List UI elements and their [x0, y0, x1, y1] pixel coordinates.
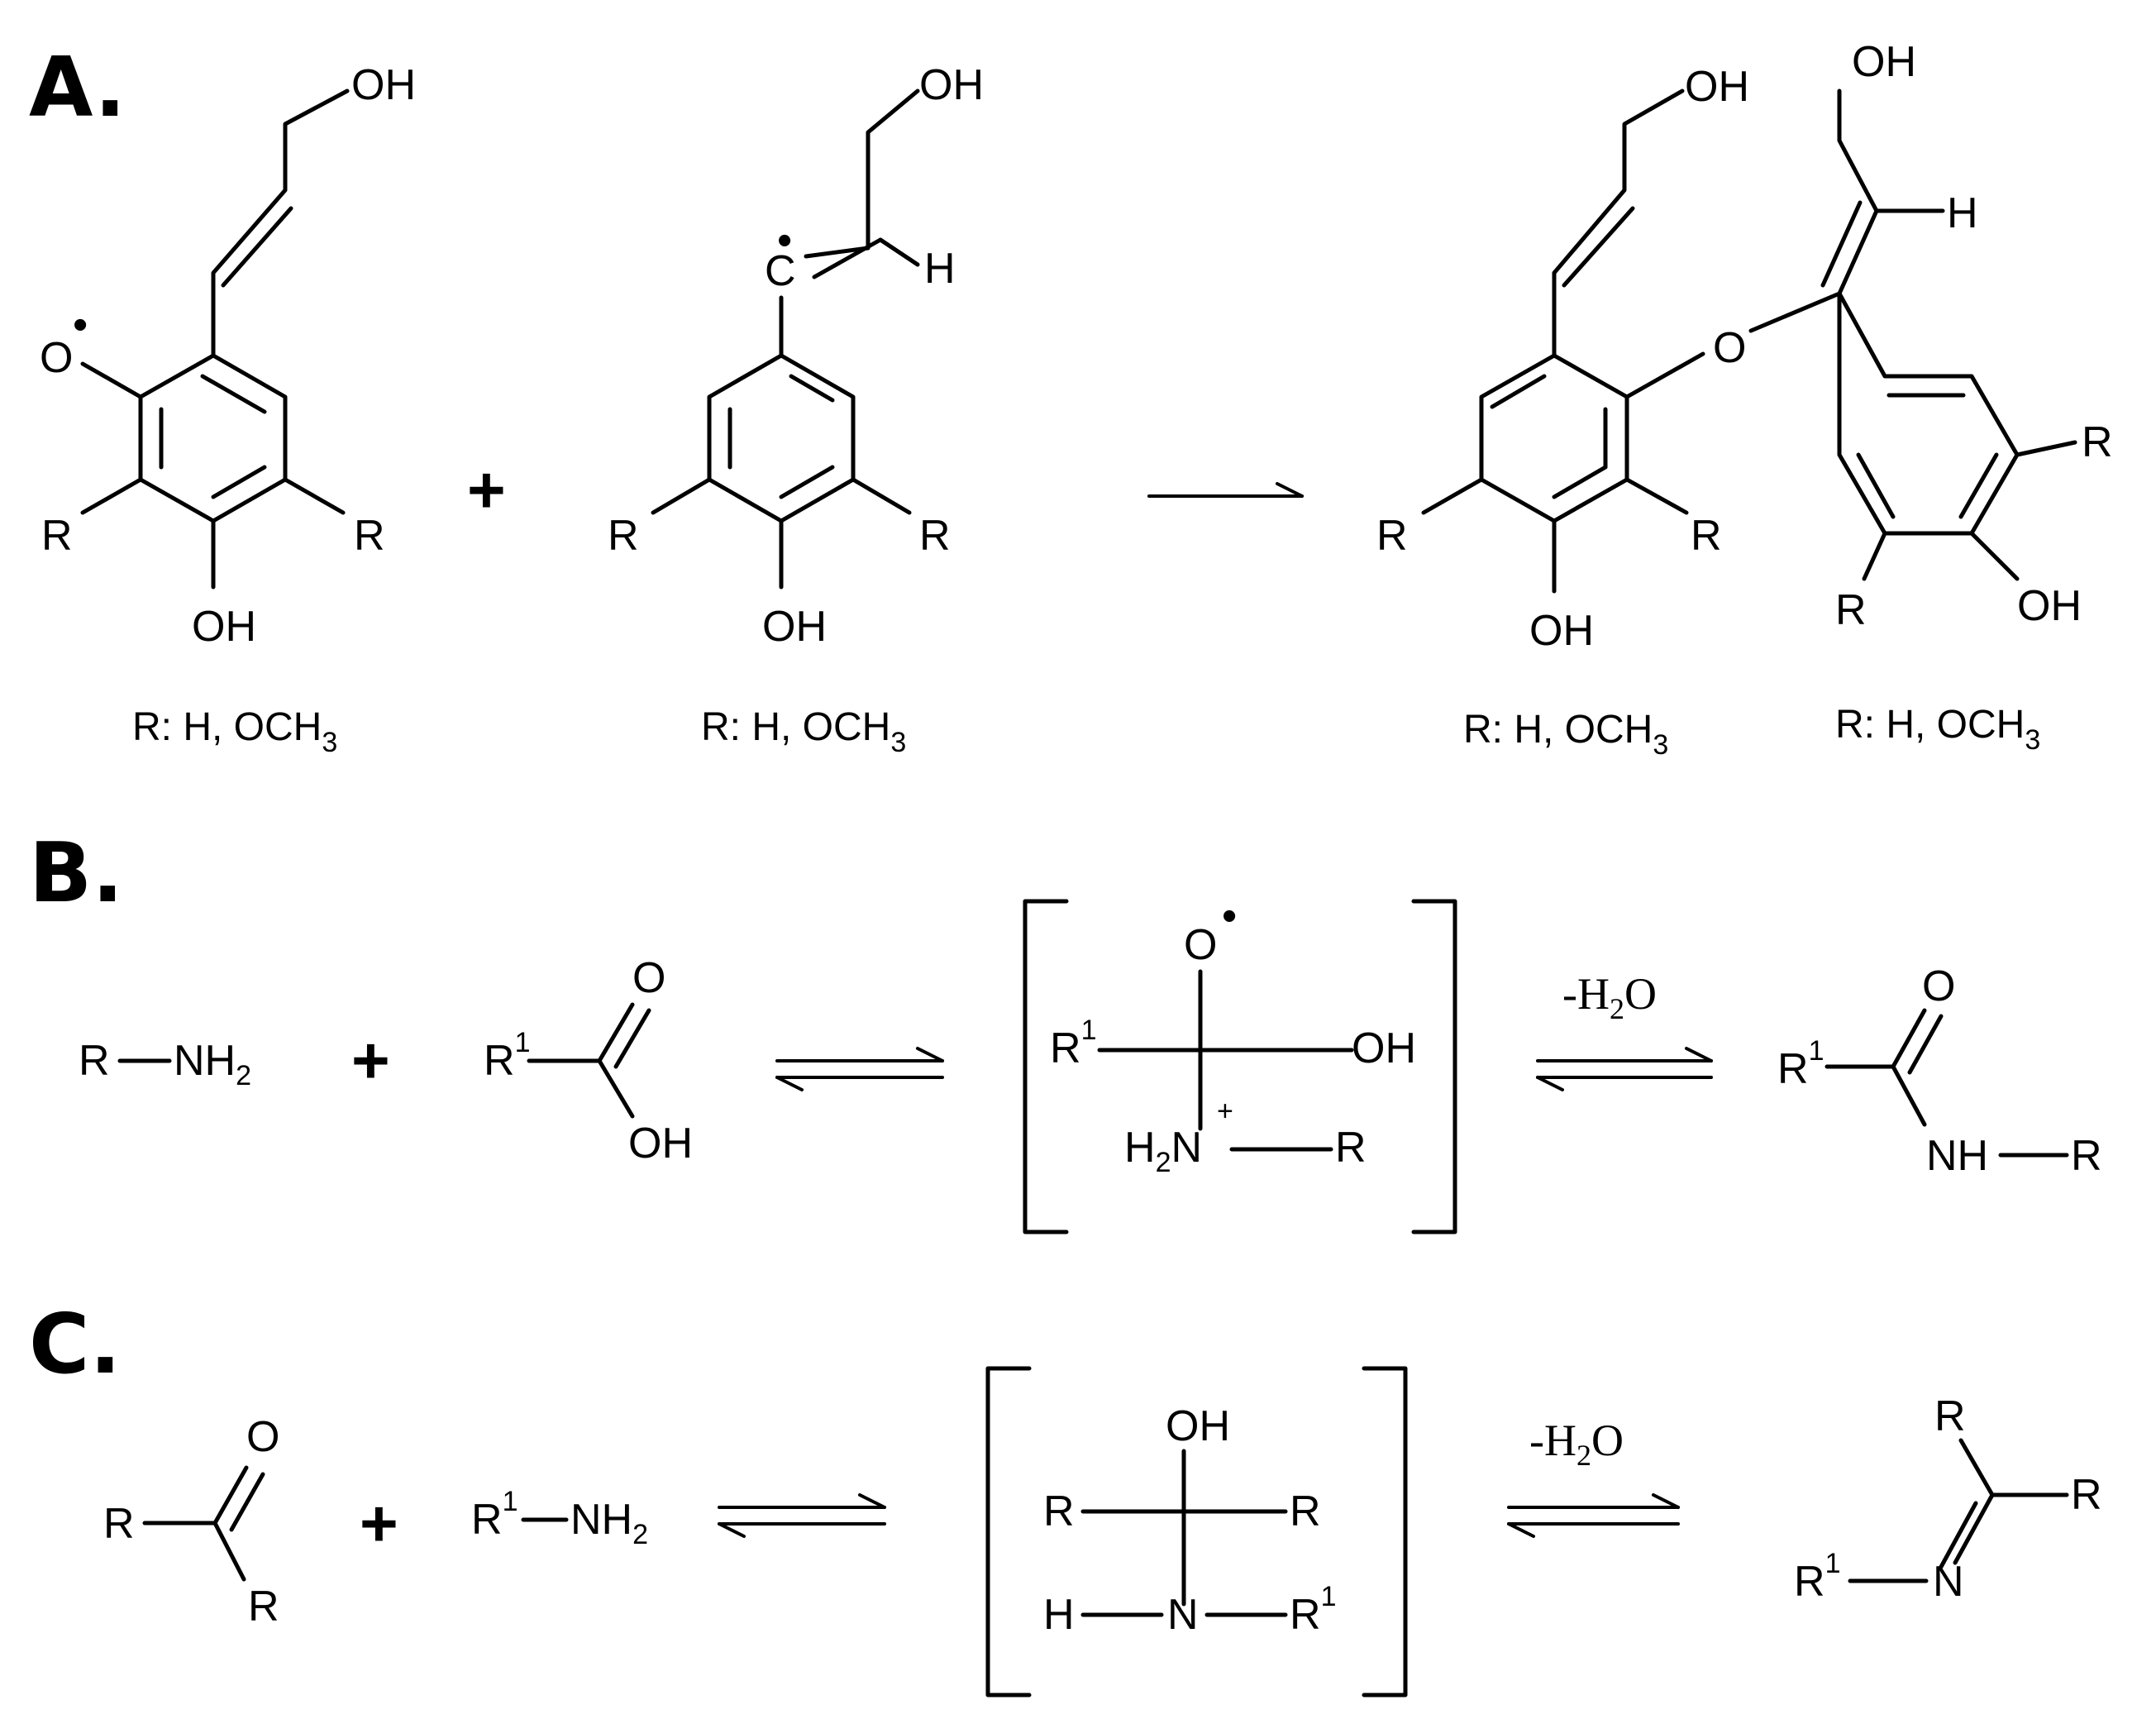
atom-oh: OH [1166, 1402, 1230, 1450]
dehydration-label-b: -H2O [1562, 969, 1657, 1025]
water-loss-label: -H2O [1529, 1416, 1624, 1472]
molecule-a-product-dimer: OH OH H O R R OH R R OH R: H, OCH3 R: H,… [1376, 38, 2113, 761]
atom-r: R [1934, 1392, 1966, 1440]
atom-o: O [1922, 962, 1955, 1010]
atom-o: O [40, 334, 73, 382]
atom-o: O [1184, 921, 1217, 969]
atom-r: R [248, 1583, 279, 1631]
amine-reactant-b: R NH2 [79, 1037, 251, 1091]
atom-oh: OH [2017, 582, 2082, 630]
equilibrium-arrow [775, 1047, 944, 1091]
atom-r: R [919, 512, 951, 560]
atom-oh: OH [762, 603, 827, 651]
atom-r: R [2071, 1471, 2102, 1519]
substituent-note: R: H, OCH3 [701, 705, 906, 758]
atom-r: R [2082, 418, 2113, 466]
charge-plus: + [1217, 1096, 1233, 1127]
atom-oh: OH [192, 603, 256, 651]
atom-r: R [1835, 586, 1867, 634]
substituent-note: R: H, OCH3 [1463, 708, 1668, 761]
panel-label-b: B. [29, 824, 123, 921]
atom-r: R1 [1290, 1581, 1336, 1639]
atom-oh: OH [1352, 1024, 1416, 1072]
atom-oh: OH [919, 61, 984, 109]
atom-r: R [1376, 512, 1408, 560]
atom-r: R1 [1777, 1035, 1824, 1093]
equilibrium-arrow [1507, 1493, 1680, 1538]
amine-reactant-c: R1 NH2 [471, 1486, 648, 1550]
carboxylic-acid-reactant-b: R1 O OH [484, 954, 693, 1167]
molecule-a2-carbon-radical: OH C • H R R OH R: H, OCH3 [608, 61, 984, 758]
atom-r: R [608, 512, 639, 560]
amide-product-b: R1 O NH R [1777, 962, 2102, 1180]
substituent-note: R: H, OCH3 [132, 705, 337, 758]
radical-dot: • [1222, 892, 1237, 940]
tetrahedral-intermediate-b: O • R1 OH H2N + R [1023, 892, 1457, 1234]
atom-r: R1 [471, 1486, 518, 1544]
atom-oh: OH [628, 1120, 693, 1167]
atom-nh2: NH2 [570, 1496, 648, 1550]
plus-sign: + [351, 1024, 390, 1097]
atom-r: R [354, 512, 385, 560]
atom-o: O [246, 1413, 279, 1461]
atom-c: C [765, 247, 796, 295]
atom-oh: OH [1685, 63, 1749, 111]
substituent-note: R: H, OCH3 [1835, 703, 2040, 756]
atom-oh: OH [1529, 607, 1594, 655]
atom-oh: OH [1852, 38, 1916, 86]
panel-label-a: A. [29, 39, 126, 136]
atom-r: R [103, 1500, 135, 1548]
atom-r: R1 [484, 1027, 530, 1085]
imine-product-c: R R R1 N [1794, 1392, 2102, 1606]
carbinolamine-intermediate-c: OH R R H N R1 [985, 1366, 1408, 1698]
atom-nh2: NH2 [174, 1037, 251, 1091]
atom-h: H [1947, 189, 1978, 237]
atom-r: R [79, 1037, 110, 1085]
plus-sign: + [467, 453, 506, 527]
atom-r: R [41, 512, 73, 560]
ketone-reactant-c: R O R [103, 1413, 279, 1631]
reaction-arrow [1147, 482, 1304, 498]
atom-n: N [1167, 1591, 1199, 1639]
atom-r: R1 [1794, 1548, 1840, 1606]
atom-r: R [1290, 1487, 1321, 1535]
equilibrium-arrow [718, 1493, 886, 1538]
atom-r: R [1043, 1487, 1075, 1535]
atom-o: O [1713, 324, 1746, 372]
atom-o: O [632, 954, 665, 1002]
radical-dot: • [777, 217, 792, 265]
atom-h: H [1043, 1591, 1075, 1639]
atom-n: N [1933, 1558, 1964, 1606]
atom-h2n: H2N [1124, 1124, 1202, 1178]
molecule-a1-phenoxy-radical: OH O • R R OH R: H, OCH3 [40, 61, 416, 758]
atom-oh: OH [351, 61, 416, 109]
water-loss-label: -H2O [1562, 969, 1657, 1025]
atom-h: H [924, 245, 956, 293]
atom-r: R [1691, 512, 1722, 560]
plus-sign: + [360, 1487, 398, 1560]
atom-nh: NH [1926, 1132, 1988, 1180]
equilibrium-arrow [1536, 1047, 1713, 1091]
panel-label-c: C. [29, 1296, 121, 1392]
atom-r: R [1335, 1124, 1367, 1172]
radical-dot: • [73, 301, 88, 349]
atom-r: R1 [1050, 1015, 1096, 1072]
atom-r: R [2071, 1132, 2102, 1180]
dehydration-label-c: -H2O [1529, 1416, 1624, 1472]
